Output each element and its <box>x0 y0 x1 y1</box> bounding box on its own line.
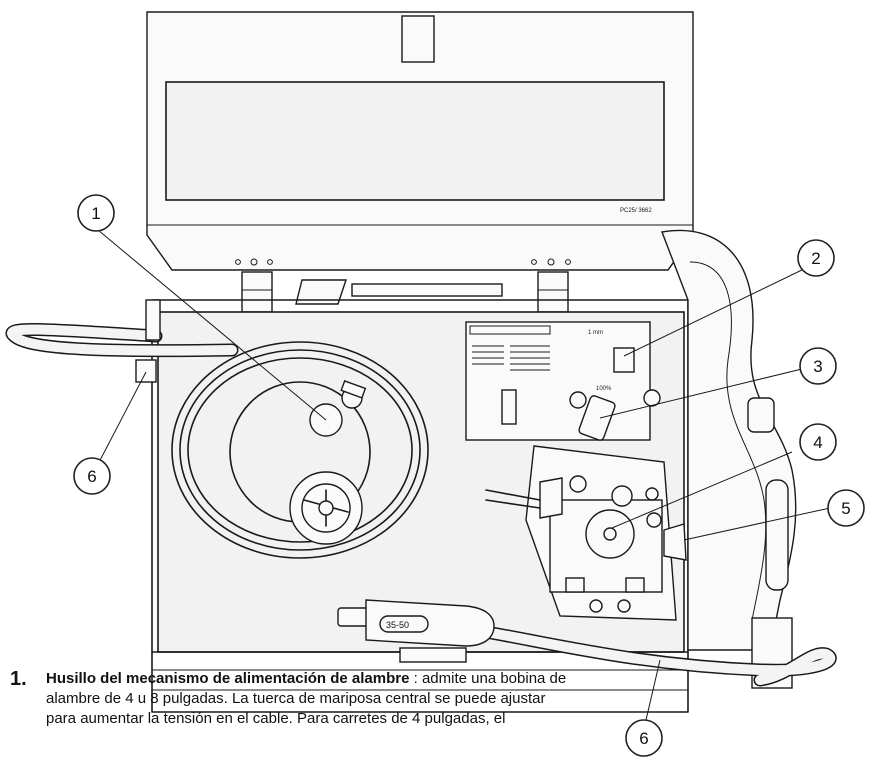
lid-code: PC25/ 3662 <box>620 208 652 214</box>
caption-line-1-rest: : admite una bobina de <box>409 670 567 687</box>
callout-2-label: 2 <box>811 249 820 268</box>
callout-2: 2 <box>797 239 835 277</box>
work-cable: 35-50 <box>337 599 837 687</box>
callout-5: 5 <box>827 489 865 527</box>
callout-6-bottom: 6 <box>625 719 663 757</box>
panel-mark: 1 mm <box>588 330 603 336</box>
callout-6-bottom-label: 6 <box>639 729 648 748</box>
callout-5-label: 5 <box>841 499 850 518</box>
callout-4: 4 <box>799 423 837 461</box>
tension-knob <box>569 389 661 441</box>
wire-spool <box>171 341 429 559</box>
caption-number: 1. <box>10 668 27 690</box>
caption-line-3: para aumentar la tensión en el cable. Pa… <box>46 710 506 727</box>
callout-6-left-label: 6 <box>87 467 96 486</box>
callout-1-label: 1 <box>91 204 100 223</box>
callout-3-label: 3 <box>813 357 822 376</box>
caption-term: Husillo del mecanismo de alimentación de… <box>46 670 410 687</box>
plug-label: 35-50 <box>386 620 409 630</box>
drive-mechanism <box>485 445 687 621</box>
callout-4-label: 4 <box>813 433 822 452</box>
open-lid: PC25/ 3662 <box>146 11 694 271</box>
caption-line-2: alambre de 4 u 8 pulgadas. La tuerca de … <box>46 690 546 707</box>
callout-3: 3 <box>799 347 837 385</box>
leader-lines <box>95 229 831 721</box>
callout-6-left: 6 <box>73 457 111 495</box>
switch-mark: 100% <box>596 386 612 392</box>
rating-plate: 1 mm 100% <box>465 321 651 441</box>
callout-1: 1 <box>77 194 115 232</box>
gun-cable-left <box>5 299 239 383</box>
caption-line-1: Husillo del mecanismo de alimentación de… <box>46 670 566 687</box>
lid-hinges <box>241 271 569 313</box>
